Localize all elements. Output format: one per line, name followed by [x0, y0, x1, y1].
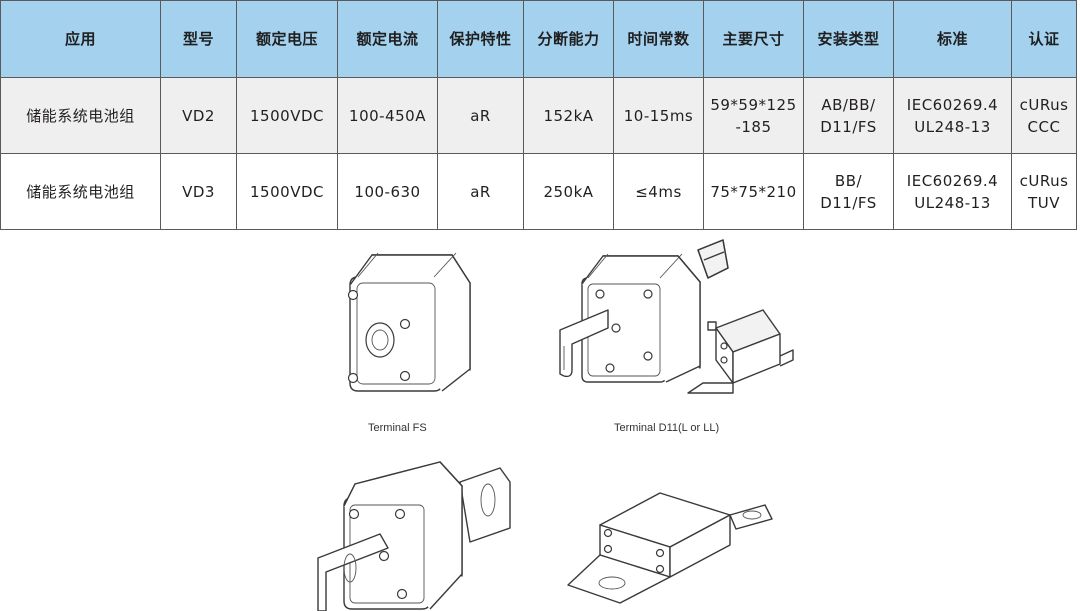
cell-breaking: 250kA	[523, 153, 614, 230]
header-dimensions: 主要尺寸	[703, 0, 804, 78]
header-standard: 标准	[893, 0, 1012, 78]
header-time-constant: 时间常数	[613, 0, 704, 78]
header-current: 额定电流	[337, 0, 438, 78]
table-row: 储能系统电池组 VD2 1500VDC 100-450A aR 152kA 10…	[0, 77, 1077, 154]
fuse-terminal-fs-drawing	[347, 252, 471, 392]
header-characteristic: 保护特性	[437, 0, 524, 78]
fuse-slotted-blade-drawing	[317, 461, 511, 611]
cell-standard: IEC60269.4 UL248-13	[893, 77, 1012, 154]
fuse-terminal-d11-drawing	[559, 239, 794, 394]
header-certification: 认证	[1011, 0, 1077, 78]
cell-line: IEC60269.4	[906, 171, 999, 190]
cell-model: VD2	[160, 77, 237, 154]
cell-standard: IEC60269.4 UL248-13	[893, 153, 1012, 230]
cell-line: cURus	[1019, 95, 1069, 114]
header-application: 应用	[0, 0, 161, 78]
cell-line: 75*75*210	[710, 182, 797, 201]
cell-voltage: 1500VDC	[236, 77, 338, 154]
cell-characteristic: aR	[437, 77, 524, 154]
cell-current: 100-630	[337, 153, 438, 230]
cell-breaking: 152kA	[523, 77, 614, 154]
caption-terminal-fs: Terminal FS	[368, 422, 427, 434]
cell-line: TUV	[1028, 193, 1060, 212]
caption-terminal-d11: Terminal D11(L or LL)	[614, 422, 720, 434]
cell-time-constant: ≤4ms	[613, 153, 704, 230]
cell-certification: cURus TUV	[1011, 153, 1077, 230]
cell-certification: cURus CCC	[1011, 77, 1077, 154]
cell-application: 储能系统电池组	[0, 77, 161, 154]
cell-line: D11/FS	[820, 117, 877, 136]
cell-mounting: BB/ D11/FS	[803, 153, 894, 230]
cell-dimensions: 59*59*125 -185	[703, 77, 804, 154]
cell-characteristic: aR	[437, 153, 524, 230]
cell-current: 100-450A	[337, 77, 438, 154]
table-header-row: 应用 型号 额定电压 额定电流 保护特性 分断能力 时间常数 主要尺寸 安装类型…	[0, 0, 1077, 78]
cell-line: UL248-13	[914, 193, 991, 212]
cell-voltage: 1500VDC	[236, 153, 338, 230]
cell-model: VD3	[160, 153, 237, 230]
cell-time-constant: 10-15ms	[613, 77, 704, 154]
cell-line: 59*59*125	[710, 95, 797, 114]
cell-line: UL248-13	[914, 117, 991, 136]
cell-line: CCC	[1027, 117, 1061, 136]
header-mounting: 安装类型	[803, 0, 894, 78]
spec-table: 应用 型号 额定电压 额定电流 保护特性 分断能力 时间常数 主要尺寸 安装类型…	[0, 0, 1077, 230]
cell-line: IEC60269.4	[906, 95, 999, 114]
table-row: 储能系统电池组 VD3 1500VDC 100-630 aR 250kA ≤4m…	[0, 153, 1077, 230]
cell-application: 储能系统电池组	[0, 153, 161, 230]
cell-mounting: AB/BB/ D11/FS	[803, 77, 894, 154]
cell-line: D11/FS	[820, 193, 877, 212]
fuse-bracket-drawing	[567, 492, 773, 604]
cell-line: AB/BB/	[821, 95, 876, 114]
cell-dimensions: 75*75*210	[703, 153, 804, 230]
header-model: 型号	[160, 0, 237, 78]
cell-line: cURus	[1019, 171, 1069, 190]
cell-line: BB/	[834, 171, 863, 190]
cell-line: -185	[735, 117, 772, 136]
header-voltage: 额定电压	[236, 0, 338, 78]
header-breaking: 分断能力	[523, 0, 614, 78]
